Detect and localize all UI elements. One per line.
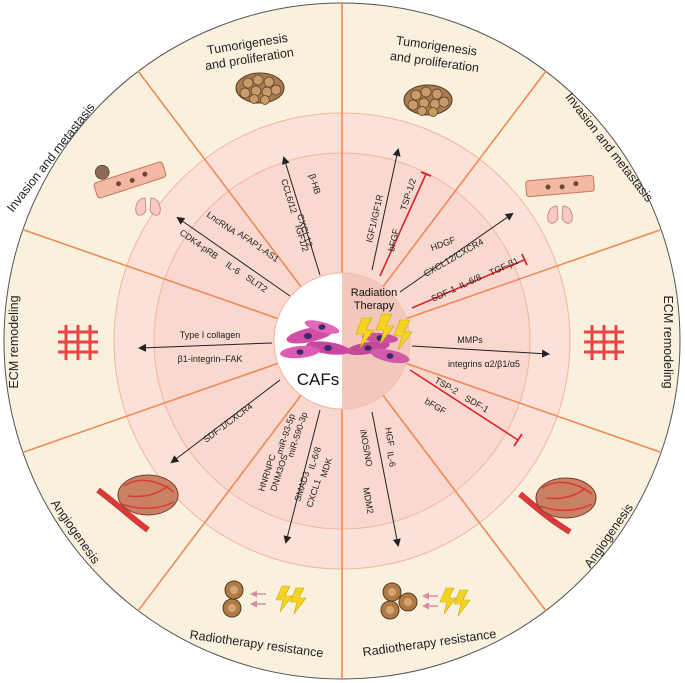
mol-integrins: integrins α2/β1/α5 [448, 359, 520, 369]
caf-label: CAFs [297, 370, 340, 389]
angiogenesis-tumor-icon [518, 477, 597, 535]
tumor-spheroid-icon [235, 72, 285, 105]
radiation-label-line2: Therapy [354, 300, 395, 312]
irradiated-cells-icon [346, 332, 410, 364]
lung-icon [135, 197, 161, 216]
pathway-left-ecm: Type I collagen β1-integrin–FAK [138, 330, 273, 364]
radiation-label-line1: Radiation [351, 287, 397, 299]
tumor-spheroid-icon [403, 84, 453, 117]
segment-title-left-ecm: ECM remodeling [7, 295, 21, 388]
radiation-bolt-icon [275, 585, 307, 615]
radiation-bolt-icon [439, 587, 471, 617]
resistant-cells-icon [380, 582, 438, 620]
mol-hgf: HGF [383, 427, 396, 448]
resistant-cells-icon [222, 580, 266, 618]
ecm-mesh-icon [584, 325, 624, 360]
mol-mmps: MMPs [457, 335, 483, 345]
mol-il6-right: IL-6 [385, 451, 398, 468]
mol-b1-integrin-fak: β1-integrin–FAK [178, 354, 243, 364]
angiogenesis-tumor-icon [96, 474, 179, 533]
mol-mdm2: MDM2 [361, 487, 375, 515]
caf-cells-icon [280, 320, 350, 359]
lung-icon [547, 205, 573, 224]
metastasis-vessel-icon [93, 161, 167, 199]
metastasis-vessel-icon [525, 174, 595, 198]
segment-title-right-ecm: ECM remodeling [661, 295, 675, 388]
radiation-bolt-icon [355, 313, 413, 351]
ecm-mesh-icon [58, 325, 98, 360]
mol-type1-collagen: Type I collagen [180, 330, 241, 340]
pathway-right-ecm: MMPs integrins α2/β1/α5 [411, 335, 550, 369]
